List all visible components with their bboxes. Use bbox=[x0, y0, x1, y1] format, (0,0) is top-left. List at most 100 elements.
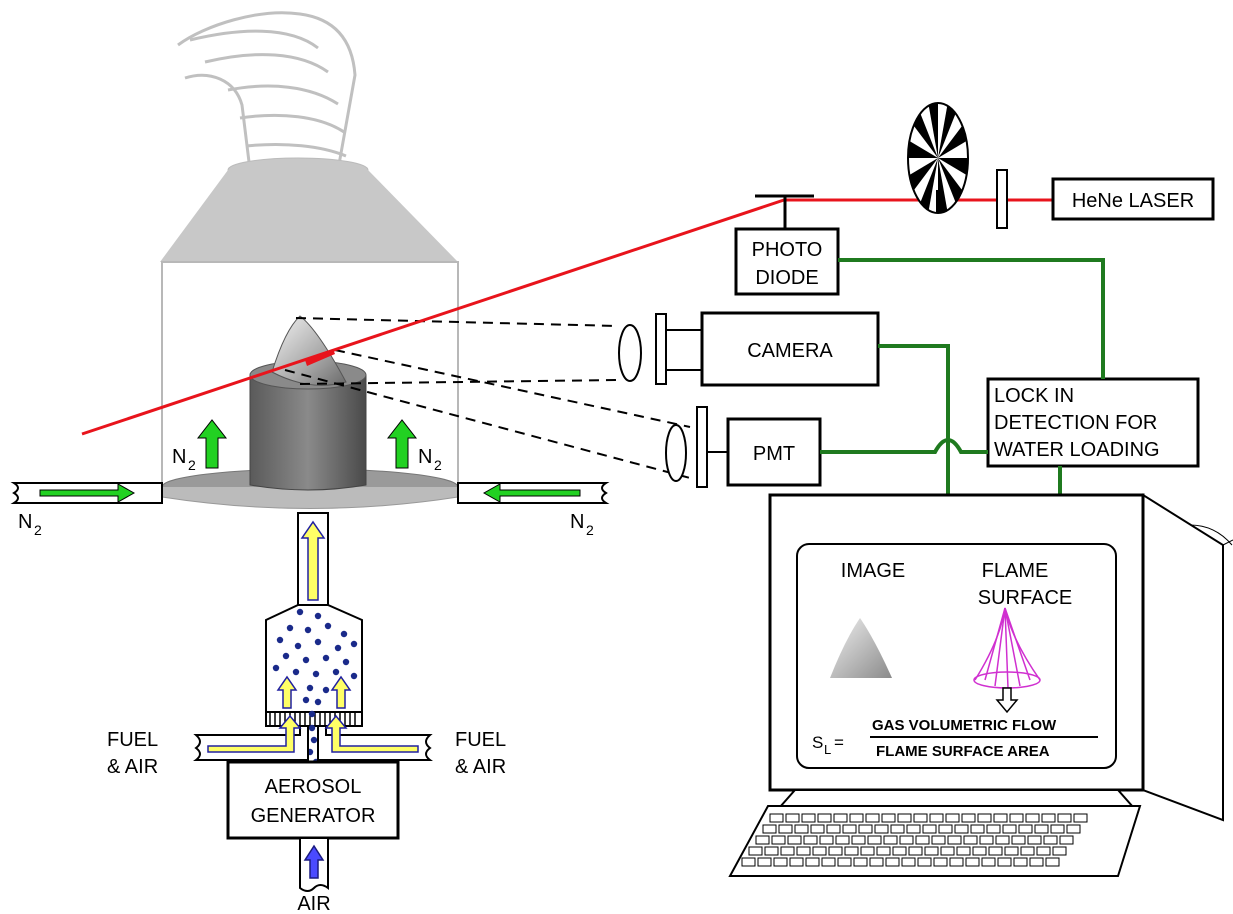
keyboard-key bbox=[940, 846, 955, 856]
keyboard-key bbox=[890, 824, 905, 834]
pmt-lens bbox=[665, 406, 728, 488]
keyboard-key bbox=[995, 835, 1010, 845]
n2-text: N bbox=[172, 446, 186, 468]
keyboard-key bbox=[1052, 846, 1067, 856]
keyboard-key bbox=[835, 835, 850, 845]
n2-up-arrow-right bbox=[386, 419, 418, 469]
droplet bbox=[350, 640, 358, 648]
laser-flame-intersection bbox=[305, 349, 335, 366]
chopper-blade bbox=[938, 158, 963, 203]
keyboard-key bbox=[1059, 835, 1074, 845]
droplet bbox=[322, 654, 330, 662]
keyboard-key bbox=[771, 835, 786, 845]
chopper-blade bbox=[938, 125, 967, 158]
fuel-air-right-line2: & AIR bbox=[455, 756, 506, 778]
lockin-label-line3: WATER LOADING bbox=[994, 439, 1160, 461]
keyboard-key bbox=[755, 835, 770, 845]
keyboard-key bbox=[1018, 824, 1033, 834]
keyboard-key bbox=[1036, 846, 1051, 856]
keyboard-key bbox=[801, 813, 816, 823]
keyboard-key bbox=[993, 813, 1008, 823]
keyboard-key bbox=[853, 857, 868, 867]
chopper-wheel bbox=[907, 102, 969, 214]
keyboard-key bbox=[977, 813, 992, 823]
n2-subscript: 2 bbox=[434, 457, 442, 473]
keyboard-key bbox=[922, 824, 937, 834]
keyboard-key bbox=[906, 824, 921, 834]
hood-cone bbox=[160, 170, 458, 262]
camera-box bbox=[700, 311, 880, 387]
keyboard-key bbox=[1011, 835, 1026, 845]
keyboard-key bbox=[897, 813, 912, 823]
lockin-label-line1: LOCK IN bbox=[994, 385, 1074, 407]
keyboard-key bbox=[821, 857, 836, 867]
hene-laser-label: HeNe LASER bbox=[1072, 190, 1194, 212]
droplet bbox=[340, 630, 348, 638]
droplet bbox=[322, 686, 330, 694]
n2-subscript: 2 bbox=[188, 457, 196, 473]
chopper-blade bbox=[909, 158, 938, 191]
lockin-label-line2: DETECTION FOR bbox=[994, 412, 1157, 434]
feed-flow-arrow bbox=[300, 520, 326, 601]
keyboard-key bbox=[828, 846, 843, 856]
chopper-blade bbox=[908, 141, 938, 158]
droplet bbox=[314, 638, 322, 646]
keyboard-key bbox=[899, 835, 914, 845]
droplet bbox=[308, 724, 316, 732]
n2-inlet-right bbox=[457, 482, 610, 504]
keyboard-key bbox=[931, 835, 946, 845]
keyboard-key bbox=[833, 813, 848, 823]
aerosol-generator-label-line1: AEROSOL bbox=[265, 776, 362, 798]
droplet bbox=[314, 698, 322, 706]
keyboard-key bbox=[883, 835, 898, 845]
formula-denominator: FLAME SURFACE AREA bbox=[876, 743, 1050, 760]
n2-inlet-left bbox=[10, 482, 163, 504]
keyboard-key bbox=[867, 835, 882, 845]
keyboard-key bbox=[981, 857, 996, 867]
keyboard-key bbox=[837, 857, 852, 867]
keyboard-key bbox=[979, 835, 994, 845]
air-label: AIR bbox=[297, 893, 330, 914]
aerosol-generator-label-line2: GENERATOR bbox=[251, 805, 376, 827]
keyboard-key bbox=[787, 835, 802, 845]
flame-image-thumbnail bbox=[830, 618, 892, 678]
keyboard-key bbox=[810, 824, 825, 834]
fuel-air-left-line1: FUEL bbox=[107, 729, 158, 751]
droplet bbox=[310, 736, 318, 744]
keyboard-key bbox=[1004, 846, 1019, 856]
keyboard-key bbox=[1045, 857, 1060, 867]
keyboard-key bbox=[901, 857, 916, 867]
camera-label: CAMERA bbox=[747, 340, 833, 362]
keyboard-key bbox=[956, 846, 971, 856]
keyboard-key bbox=[764, 846, 779, 856]
camera-lens bbox=[618, 313, 703, 385]
keyboard-key bbox=[1002, 824, 1017, 834]
screen-flame-label-line2: SURFACE bbox=[978, 587, 1072, 609]
droplet bbox=[294, 642, 302, 650]
screen-image-label: IMAGE bbox=[841, 560, 905, 582]
keyboard-key bbox=[913, 813, 928, 823]
keyboard-key bbox=[805, 857, 820, 867]
keyboard-key bbox=[885, 857, 900, 867]
droplet bbox=[334, 644, 342, 652]
keyboard-key bbox=[881, 813, 896, 823]
keyboard-key bbox=[757, 857, 772, 867]
aerosol-generator-box bbox=[226, 760, 400, 840]
keyboard-key bbox=[965, 857, 980, 867]
keyboard-key bbox=[819, 835, 834, 845]
keyboard-key bbox=[1020, 846, 1035, 856]
keyboard-key bbox=[789, 857, 804, 867]
pmt-label: PMT bbox=[753, 443, 795, 465]
pmt-box bbox=[726, 417, 822, 487]
keyboard-key bbox=[917, 857, 932, 867]
keyboard-key bbox=[803, 835, 818, 845]
fuel-arrow-left bbox=[207, 714, 302, 753]
keyboard-key bbox=[986, 824, 1001, 834]
keyboard-key bbox=[908, 846, 923, 856]
droplet bbox=[302, 656, 310, 664]
base-rim bbox=[161, 487, 459, 509]
formula-numerator: GAS VOLUMETRIC FLOW bbox=[872, 717, 1057, 734]
keyboard-key bbox=[874, 824, 889, 834]
